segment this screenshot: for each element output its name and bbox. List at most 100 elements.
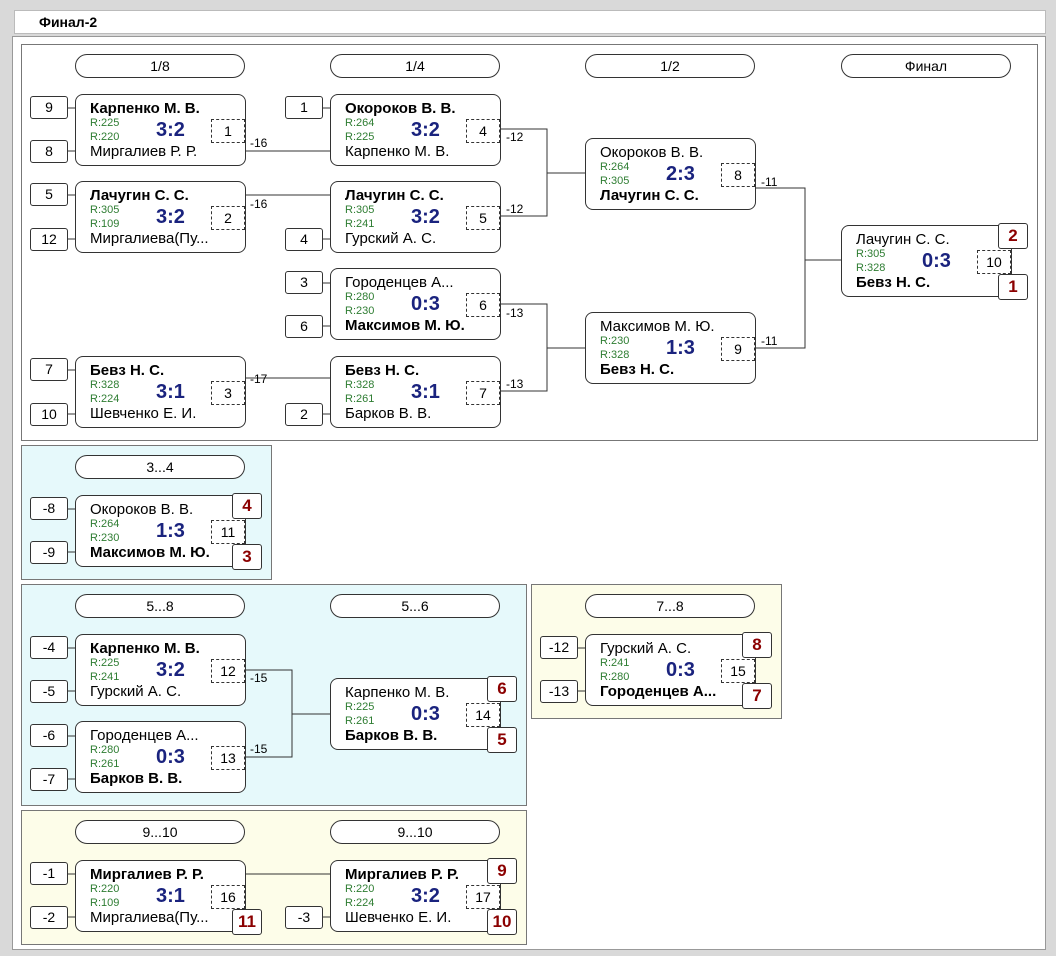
match-card[interactable]: Карпенко М. В. R:225 R:220 3:2 1 Миргали… bbox=[75, 94, 246, 166]
page-title: Финал-2 bbox=[39, 14, 98, 30]
seed-box: -7 bbox=[30, 768, 68, 791]
seed-box: -12 bbox=[540, 636, 578, 659]
match-card[interactable]: Миргалиев Р. Р. R:220 R:109 3:1 16 Мирга… bbox=[75, 860, 246, 932]
player-bottom: Карпенко М. В. bbox=[345, 143, 450, 160]
rating-bottom: R:261 bbox=[345, 393, 375, 405]
rating-top: R:305 bbox=[345, 204, 375, 216]
match-card[interactable]: Лачугин С. С. R:305 R:241 3:2 5 Гурский … bbox=[330, 181, 501, 253]
match-card[interactable]: Лачугин С. С. R:305 R:109 3:2 2 Миргалие… bbox=[75, 181, 246, 253]
place-badge: 2 bbox=[998, 223, 1028, 249]
place-badge: 11 bbox=[232, 909, 262, 935]
player-bottom: Гурский А. С. bbox=[345, 230, 437, 247]
player-bottom: Лачугин С. С. bbox=[600, 187, 699, 204]
player-top: Окороков В. В. bbox=[345, 100, 456, 117]
seed-box: 9 bbox=[30, 96, 68, 119]
match-score: 3:2 bbox=[156, 659, 185, 681]
player-bottom: Максимов М. Ю. bbox=[345, 317, 465, 334]
rating-top: R:264 bbox=[90, 518, 120, 530]
match-card[interactable]: Окороков В. В. R:264 R:225 3:2 4 Карпенк… bbox=[330, 94, 501, 166]
player-bottom: Шевченко Е. И. bbox=[345, 909, 452, 926]
seed-box: -8 bbox=[30, 497, 68, 520]
match-number: 14 bbox=[466, 703, 500, 727]
match-number: 4 bbox=[466, 119, 500, 143]
match-number: 1 bbox=[211, 119, 245, 143]
match-card[interactable]: Карпенко М. В. R:225 R:261 0:3 14 Барков… bbox=[330, 678, 501, 750]
match-card[interactable]: Миргалиев Р. Р. R:220 R:224 3:2 17 Шевче… bbox=[330, 860, 501, 932]
round-header-9-10b: 9...10 bbox=[330, 820, 500, 844]
seed-box: 8 bbox=[30, 140, 68, 163]
match-card[interactable]: Окороков В. В. R:264 R:305 2:3 8 Лачугин… bbox=[585, 138, 756, 210]
place-badge: 7 bbox=[742, 683, 772, 709]
round-header-5-6: 5...6 bbox=[330, 594, 500, 618]
match-card[interactable]: Бевз Н. С. R:328 R:224 3:1 3 Шевченко Е.… bbox=[75, 356, 246, 428]
player-bottom: Миргалиева(Пу... bbox=[90, 909, 209, 926]
match-card[interactable]: Бевз Н. С. R:328 R:261 3:1 7 Барков В. В… bbox=[330, 356, 501, 428]
match-card[interactable]: Городенцев А... R:280 R:230 0:3 6 Максим… bbox=[330, 268, 501, 340]
match-score: 3:1 bbox=[156, 885, 185, 907]
match-number: 8 bbox=[721, 163, 755, 187]
rating-bottom: R:280 bbox=[600, 671, 630, 683]
player-top: Бевз Н. С. bbox=[345, 362, 420, 379]
place-badge: 10 bbox=[487, 909, 517, 935]
seed-box: -4 bbox=[30, 636, 68, 659]
rating-bottom: R:225 bbox=[345, 131, 375, 143]
match-score: 3:2 bbox=[156, 206, 185, 228]
rating-bottom: R:261 bbox=[90, 758, 120, 770]
rating-top: R:280 bbox=[90, 744, 120, 756]
rating-top: R:280 bbox=[345, 291, 375, 303]
player-top: Лачугин С. С. bbox=[856, 231, 950, 248]
player-top: Городенцев А... bbox=[90, 727, 199, 744]
player-top: Карпенко М. В. bbox=[345, 684, 450, 701]
match-score: 3:1 bbox=[411, 381, 440, 403]
title-bar: Финал-2 bbox=[14, 10, 1046, 34]
match-card-final[interactable]: Лачугин С. С. R:305 R:328 0:3 10 Бевз Н.… bbox=[841, 225, 1012, 297]
player-bottom: Барков В. В. bbox=[345, 727, 438, 744]
player-top: Бевз Н. С. bbox=[90, 362, 165, 379]
match-card[interactable]: Карпенко М. В. R:225 R:241 3:2 12 Гурски… bbox=[75, 634, 246, 706]
seed-box: -9 bbox=[30, 541, 68, 564]
match-score: 0:3 bbox=[922, 250, 951, 272]
rating-top: R:220 bbox=[90, 883, 120, 895]
round-header-1-4: 1/4 bbox=[330, 54, 500, 78]
rating-bottom: R:230 bbox=[345, 305, 375, 317]
rating-bottom: R:109 bbox=[90, 897, 120, 909]
rating-bottom: R:241 bbox=[345, 218, 375, 230]
round-header-final: Финал bbox=[841, 54, 1011, 78]
match-card[interactable]: Городенцев А... R:280 R:261 0:3 13 Барко… bbox=[75, 721, 246, 793]
loser-label: -13 bbox=[506, 377, 524, 391]
place-badge: 9 bbox=[487, 858, 517, 884]
player-bottom: Бевз Н. С. bbox=[856, 274, 931, 291]
rating-bottom: R:241 bbox=[90, 671, 120, 683]
player-bottom: Шевченко Е. И. bbox=[90, 405, 197, 422]
rating-bottom: R:261 bbox=[345, 715, 375, 727]
seed-box: 10 bbox=[30, 403, 68, 426]
round-header-1-8: 1/8 bbox=[75, 54, 245, 78]
player-top: Карпенко М. В. bbox=[90, 640, 200, 657]
match-score: 3:2 bbox=[411, 206, 440, 228]
rating-bottom: R:230 bbox=[90, 532, 120, 544]
seed-box: -2 bbox=[30, 906, 68, 929]
match-number: 12 bbox=[211, 659, 245, 683]
player-bottom: Миргалиев Р. Р. bbox=[90, 143, 198, 160]
seed-box: -6 bbox=[30, 724, 68, 747]
match-number: 2 bbox=[211, 206, 245, 230]
rating-bottom: R:224 bbox=[345, 897, 375, 909]
player-top: Городенцев А... bbox=[345, 274, 454, 291]
match-card[interactable]: Максимов М. Ю. R:230 R:328 1:3 9 Бевз Н.… bbox=[585, 312, 756, 384]
rating-top: R:225 bbox=[90, 117, 120, 129]
match-card[interactable]: Окороков В. В. R:264 R:230 1:3 11 Максим… bbox=[75, 495, 246, 567]
loser-label: -12 bbox=[506, 130, 524, 144]
seed-box: -13 bbox=[540, 680, 578, 703]
seed-box: 6 bbox=[285, 315, 323, 338]
rating-bottom: R:109 bbox=[90, 218, 120, 230]
match-score: 3:2 bbox=[411, 885, 440, 907]
round-header-9-10a: 9...10 bbox=[75, 820, 245, 844]
match-card[interactable]: Гурский А. С. R:241 R:280 0:3 15 Городен… bbox=[585, 634, 756, 706]
match-number: 6 bbox=[466, 293, 500, 317]
seed-box: -3 bbox=[285, 906, 323, 929]
player-top: Миргалиев Р. Р. bbox=[90, 866, 204, 883]
rating-top: R:241 bbox=[600, 657, 630, 669]
match-number: 10 bbox=[977, 250, 1011, 274]
round-header-5-8: 5...8 bbox=[75, 594, 245, 618]
rating-bottom: R:224 bbox=[90, 393, 120, 405]
